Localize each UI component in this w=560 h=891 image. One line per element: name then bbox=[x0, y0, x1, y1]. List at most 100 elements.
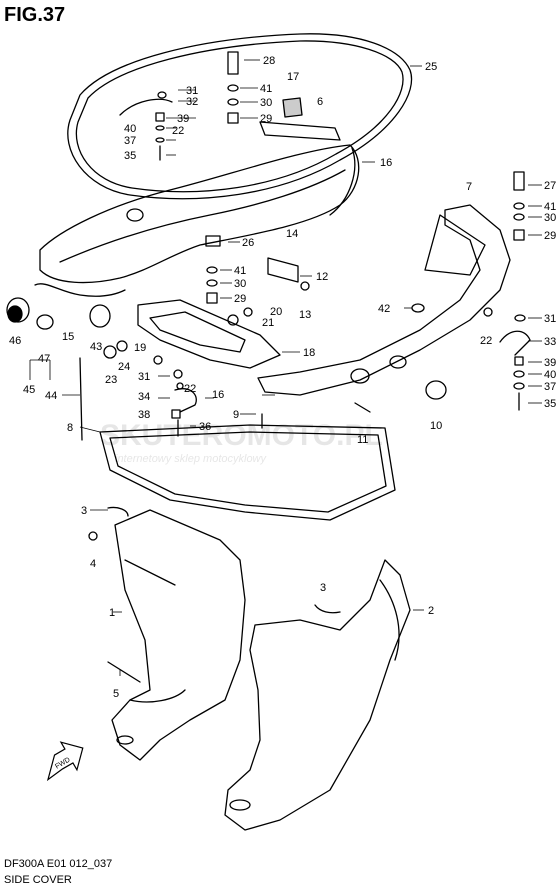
callout-36: 36 bbox=[199, 421, 211, 433]
bolt-part-20 bbox=[243, 307, 253, 317]
watermark-tagline: internetowy sklep motocyklowy bbox=[115, 453, 268, 465]
mount-part-17 bbox=[282, 97, 303, 118]
cowl-arm-part-16 bbox=[329, 147, 356, 216]
callout-29-mid: 29 bbox=[234, 293, 246, 305]
bushing-part-29-right bbox=[513, 229, 525, 241]
callout-32: 32 bbox=[186, 96, 198, 108]
callout-7: 7 bbox=[466, 181, 472, 193]
grommet-part-43 bbox=[89, 304, 111, 328]
callout-11: 11 bbox=[357, 434, 368, 446]
callout-45: 45 bbox=[23, 384, 35, 396]
callout-17: 17 bbox=[287, 71, 299, 83]
callout-44: 44 bbox=[45, 390, 57, 402]
bracket-part-12 bbox=[267, 257, 299, 283]
callout-29-right: 29 bbox=[544, 230, 556, 242]
washer-part-37-right bbox=[513, 382, 525, 390]
clip-part-3 bbox=[107, 506, 341, 614]
callout-12: 12 bbox=[316, 271, 328, 283]
washer-part-40-left bbox=[155, 125, 165, 131]
callout-22-right: 22 bbox=[480, 335, 492, 347]
callout-1: 1 bbox=[109, 607, 115, 619]
callout-47: 47 bbox=[38, 353, 50, 365]
callout-5: 5 bbox=[113, 688, 119, 700]
callout-8: 8 bbox=[67, 422, 73, 434]
top-seal-ring-inner-part-25 bbox=[75, 40, 404, 193]
callout-25: 25 bbox=[425, 61, 437, 73]
bracket-part-33 bbox=[499, 330, 531, 356]
nut-part-31-mid bbox=[173, 369, 183, 379]
callout-27: 27 bbox=[544, 180, 556, 192]
callout-28: 28 bbox=[263, 55, 275, 67]
fwd-arrow-shape bbox=[46, 741, 84, 782]
callout-3-left: 3 bbox=[81, 505, 87, 517]
lower-seal-part-8 bbox=[99, 424, 396, 521]
clip-part-13 bbox=[300, 281, 310, 291]
sensor-part-28 bbox=[227, 51, 239, 75]
callout-9: 9 bbox=[233, 409, 239, 421]
callout-30-right: 30 bbox=[544, 212, 556, 224]
cap-part-47 bbox=[36, 314, 54, 330]
callout-38: 38 bbox=[138, 409, 150, 421]
side-cover-rear-part-7 bbox=[257, 204, 511, 396]
vent-part-1 bbox=[116, 735, 134, 745]
bushing-part-29-mid bbox=[206, 292, 218, 304]
washer-part-30-right bbox=[513, 213, 525, 221]
callout-35-right: 35 bbox=[544, 398, 556, 410]
grommet-part-46 bbox=[6, 297, 30, 323]
plug-part-10 bbox=[425, 380, 447, 400]
sensor-part-26 bbox=[205, 235, 221, 247]
sensor-part-27 bbox=[513, 171, 525, 191]
callout-30-mid: 30 bbox=[234, 278, 246, 290]
grommet-part-46-face bbox=[7, 305, 23, 323]
washer-part-37-left bbox=[155, 137, 165, 143]
callout-18: 18 bbox=[303, 347, 315, 359]
callout-43: 43 bbox=[90, 341, 102, 353]
grommet-part-24 bbox=[116, 340, 128, 352]
callout-39-right: 39 bbox=[544, 357, 556, 369]
callout-24: 24 bbox=[118, 361, 130, 373]
top-seal-ring-part-25 bbox=[67, 33, 413, 200]
bolt-part-4 bbox=[88, 531, 98, 541]
watermark: SKUTEROMOTO.PL internetowy sklep motocyk… bbox=[100, 419, 383, 465]
callout-6: 6 bbox=[317, 96, 323, 108]
callout-41-mid: 41 bbox=[234, 265, 246, 277]
callout-29-top: 29 bbox=[260, 113, 272, 125]
callout-40-right: 40 bbox=[544, 369, 556, 381]
side-cover-right-part-2 bbox=[224, 559, 411, 831]
clip-part-42 bbox=[411, 303, 425, 313]
nut-part-31-left bbox=[157, 91, 167, 99]
washer-part-30-mid bbox=[206, 279, 218, 287]
callout-30-top: 30 bbox=[260, 97, 272, 109]
bolt-part-21 bbox=[227, 314, 239, 326]
callout-13: 13 bbox=[299, 309, 311, 321]
hole-part-7 bbox=[350, 368, 370, 384]
callout-16-top: 16 bbox=[380, 157, 392, 169]
callout-37-left: 37 bbox=[124, 135, 136, 147]
callout-labels: 28 25 17 41 6 30 29 31 32 39 40 22 37 35… bbox=[9, 55, 556, 700]
figure-name: SIDE COVER bbox=[4, 874, 72, 886]
callout-33: 33 bbox=[544, 336, 556, 348]
callout-22-left: 22 bbox=[172, 125, 184, 137]
callout-23: 23 bbox=[105, 374, 117, 386]
side-cover-right-edge bbox=[379, 579, 400, 661]
callout-37-right: 37 bbox=[544, 381, 556, 393]
callout-26: 26 bbox=[242, 237, 254, 249]
bushing-part-29-top bbox=[227, 112, 239, 124]
callout-21: 21 bbox=[262, 317, 274, 329]
callout-19: 19 bbox=[134, 342, 146, 354]
washer-part-40-right bbox=[513, 370, 525, 378]
callout-39-left: 39 bbox=[177, 113, 189, 125]
callout-35-left: 35 bbox=[124, 150, 136, 162]
part-6-panel bbox=[259, 121, 341, 141]
spacer-part-39-right bbox=[514, 356, 524, 366]
nut-part-31-right bbox=[514, 314, 526, 322]
callout-15: 15 bbox=[62, 331, 74, 343]
vent-part-2 bbox=[229, 799, 251, 811]
callout-16-mid: 16 bbox=[212, 389, 224, 401]
callout-31-left: 31 bbox=[186, 85, 198, 97]
nut-part-41-mid bbox=[206, 266, 218, 274]
bracket-part-32 bbox=[119, 98, 173, 116]
bolt-part-5 bbox=[107, 661, 141, 683]
wire-part-15 bbox=[34, 283, 126, 297]
